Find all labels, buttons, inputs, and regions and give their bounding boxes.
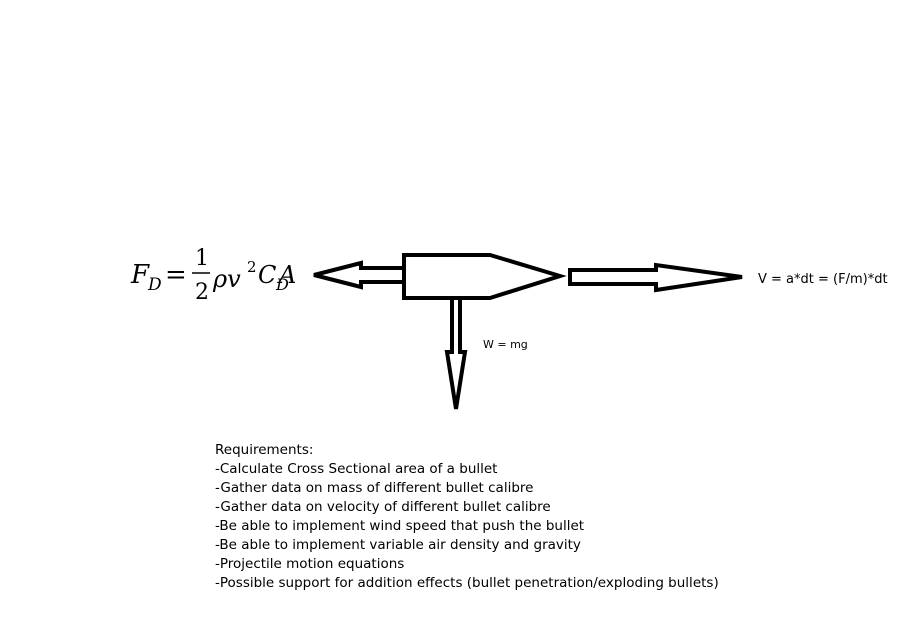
weight-arrow bbox=[444, 300, 468, 410]
bullet-shape bbox=[402, 253, 567, 300]
formula-denominator: 2 bbox=[195, 280, 209, 305]
requirement-item: -Gather data on mass of different bullet… bbox=[215, 480, 534, 496]
formula-coefficient-subscript: D bbox=[275, 275, 289, 294]
formula-equals: = bbox=[165, 260, 187, 290]
requirement-item: -Gather data on velocity of different bu… bbox=[215, 499, 551, 515]
formula-power: 2 bbox=[247, 258, 257, 276]
requirements-title: Requirements: bbox=[215, 442, 314, 458]
requirements-list: Requirements: -Calculate Cross Sectional… bbox=[215, 441, 719, 593]
requirement-item: -Be able to implement wind speed that pu… bbox=[215, 518, 585, 534]
formula-coefficient: C bbox=[258, 261, 276, 289]
requirement-item: -Possible support for addition effects (… bbox=[215, 575, 719, 591]
formula-lhs-subscript: D bbox=[147, 275, 162, 295]
velocity-arrow bbox=[568, 262, 743, 293]
requirement-item: -Calculate Cross Sectional area of a bul… bbox=[215, 461, 498, 477]
formula-area: A bbox=[277, 261, 296, 289]
requirement-item: -Be able to implement variable air densi… bbox=[215, 537, 581, 553]
velocity-label: V = a*dt = (F/m)*dt bbox=[758, 272, 888, 287]
formula-lhs: F bbox=[130, 260, 150, 290]
formula-rho-v: ρv bbox=[212, 265, 241, 293]
formula-numerator: 1 bbox=[195, 246, 209, 271]
drag-force-arrow bbox=[313, 260, 403, 290]
requirement-item: -Projectile motion equations bbox=[215, 556, 405, 572]
weight-label: W = mg bbox=[483, 338, 528, 351]
drag-formula: F D = 1 2 ρv 2 C D A bbox=[130, 246, 296, 305]
